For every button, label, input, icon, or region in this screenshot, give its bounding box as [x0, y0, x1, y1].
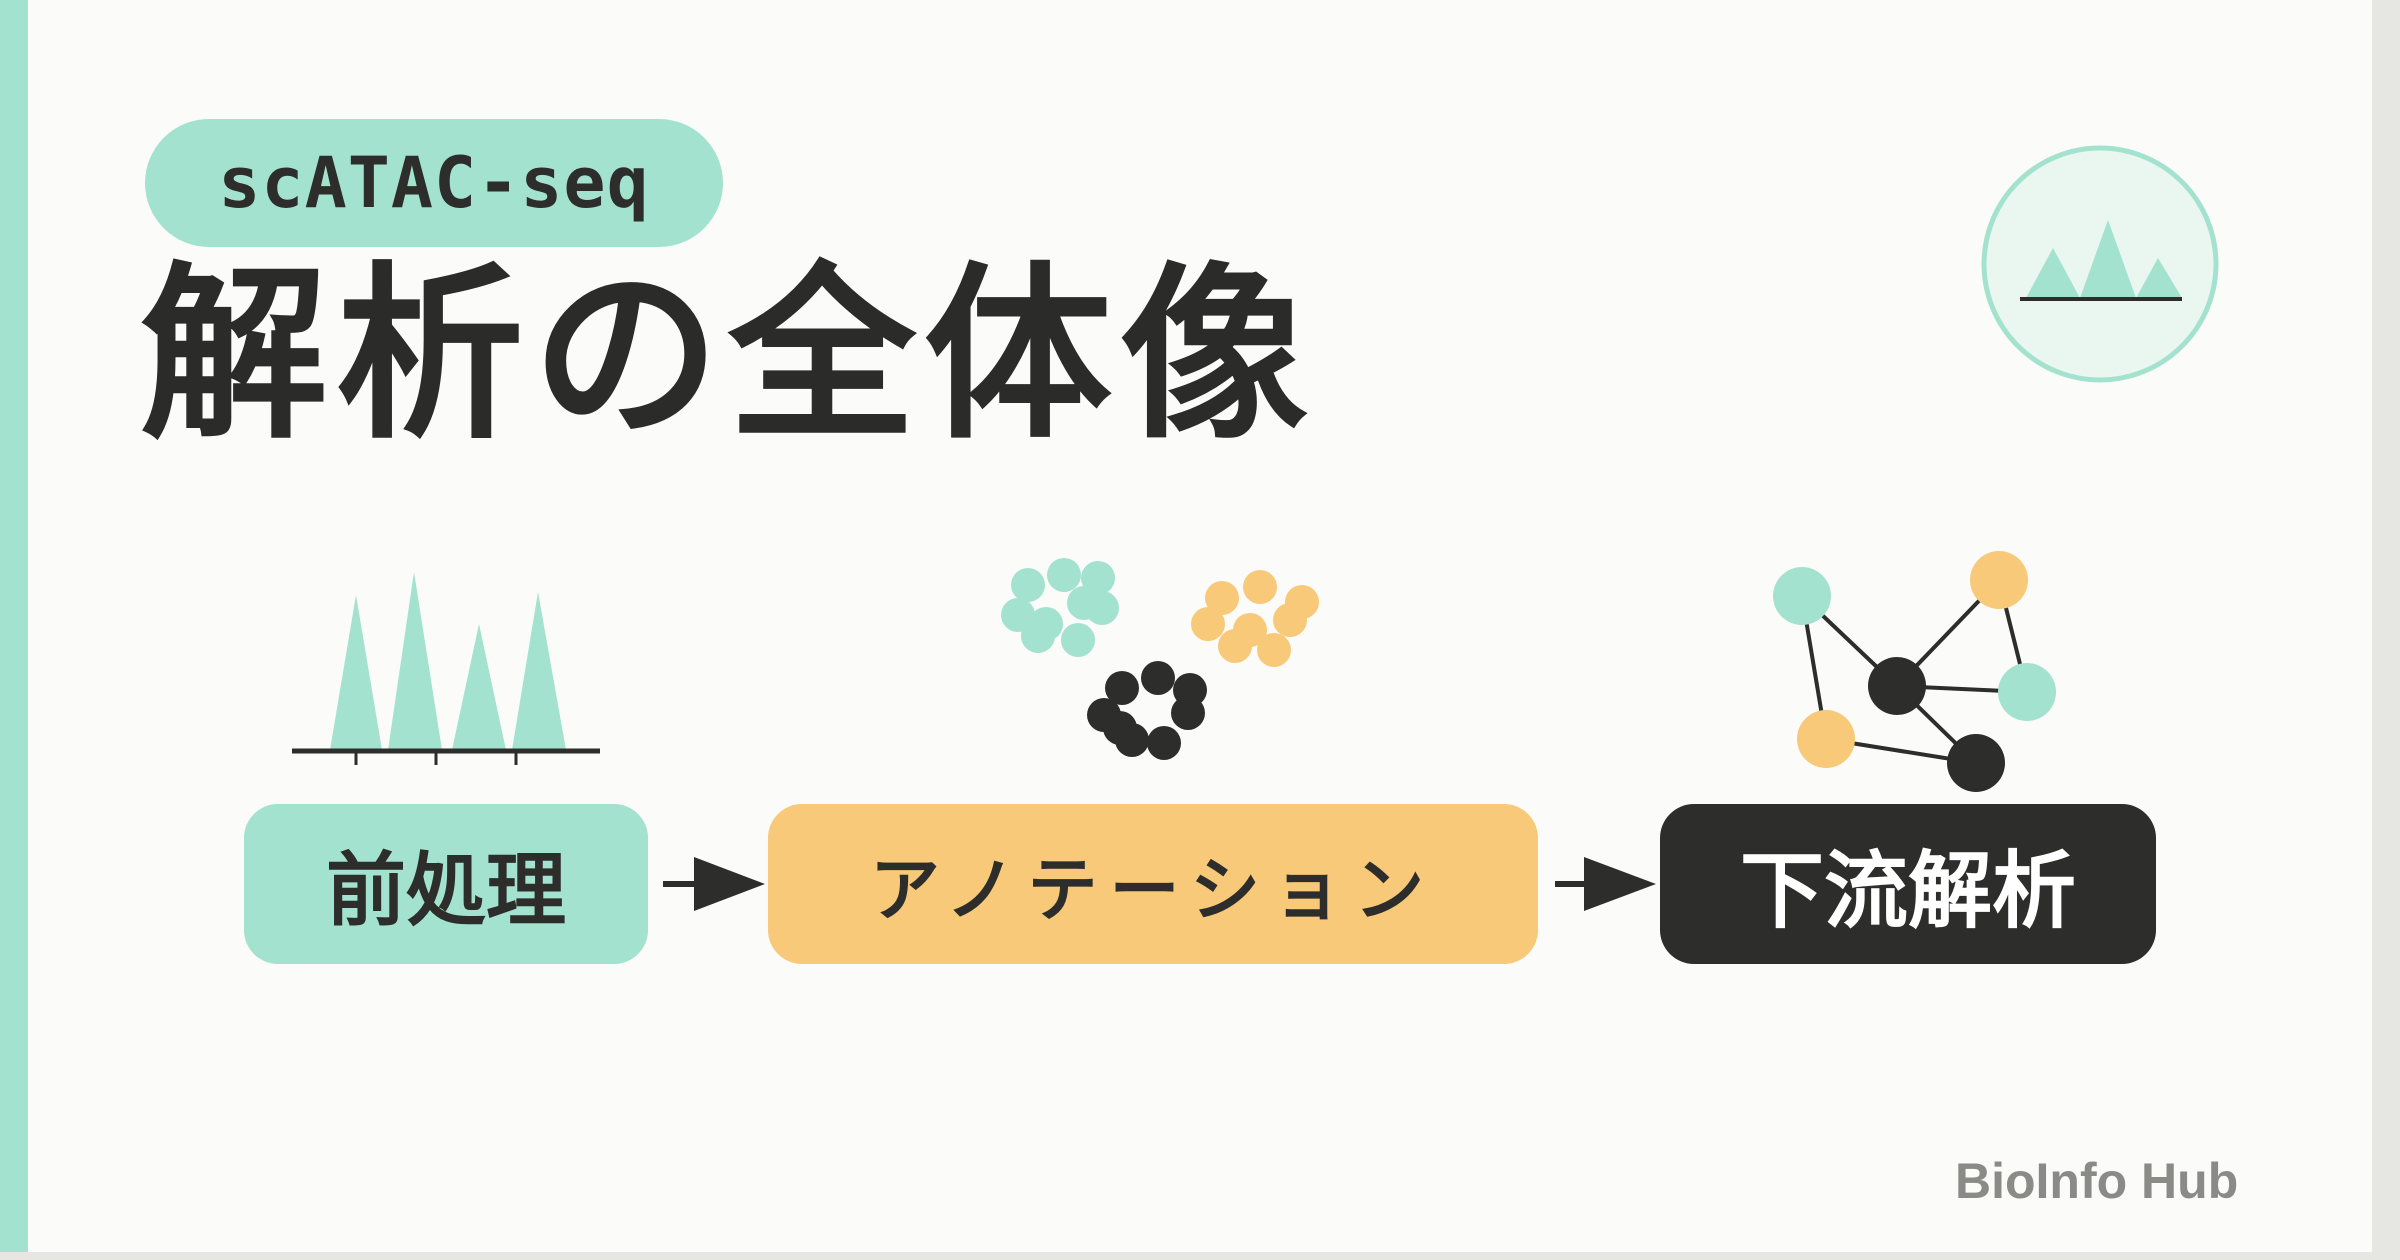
arrow-right-icon [1555, 857, 1656, 911]
track-peak [330, 595, 382, 750]
cell-dot [1105, 671, 1139, 705]
cell-dot [1047, 558, 1081, 592]
dark-cluster [1087, 661, 1207, 760]
network-graph-icon [1773, 551, 2056, 792]
badge-peak [2080, 220, 2136, 298]
topic-tag: scATAC-seq [145, 119, 723, 247]
cell-dot [1011, 568, 1045, 602]
brand-label: BioInfo Hub [1955, 1153, 2239, 1209]
cell-dot [1273, 603, 1307, 637]
graph-node [1868, 657, 1926, 715]
cell-dot [1141, 661, 1175, 695]
cell-dot [1191, 607, 1225, 641]
step-downstream-analysis: 下流解析 [1660, 804, 2156, 964]
cell-dot [1171, 696, 1205, 730]
peak-track-icon [292, 572, 600, 765]
cell-dot [1061, 623, 1095, 657]
graph-node [1998, 663, 2056, 721]
graph-node [1947, 734, 2005, 792]
graph-node [1773, 567, 1831, 625]
left-accent-bar [0, 0, 28, 1252]
cell-cluster-icon [1001, 558, 1319, 760]
step-preprocessing: 前処理 [244, 804, 648, 964]
cell-dot [1081, 561, 1115, 595]
track-peak [452, 624, 506, 750]
cell-dot [1103, 711, 1137, 745]
mint-cluster [1001, 558, 1119, 657]
cell-dot [1085, 591, 1119, 625]
graph-node [1797, 710, 1855, 768]
arrow-head [694, 857, 765, 911]
cell-dot [1257, 633, 1291, 667]
cell-dot [1021, 619, 1055, 653]
track-peak [388, 572, 442, 750]
topic-tag-label: scATAC-seq [218, 142, 650, 224]
arrow-head [1584, 857, 1656, 911]
cell-dot [1147, 726, 1181, 760]
track-peak [512, 592, 566, 750]
page-title: 解析の全体像 [140, 246, 1316, 465]
arrow-right-icon [663, 857, 765, 911]
badge-peak [2136, 258, 2182, 298]
cell-dot [1233, 613, 1267, 647]
peak-badge-icon [1981, 145, 2219, 383]
cell-dot [1205, 581, 1239, 615]
graph-node [1970, 551, 2028, 609]
cell-dot [1243, 570, 1277, 604]
step-annotation: アノテーション [768, 804, 1538, 964]
badge-peak [2026, 248, 2080, 298]
orange-cluster [1191, 570, 1319, 667]
